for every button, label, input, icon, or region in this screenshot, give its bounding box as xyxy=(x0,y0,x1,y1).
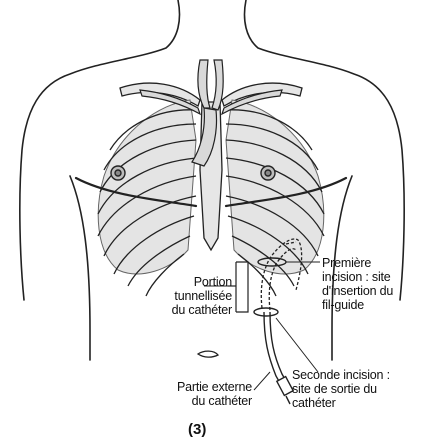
navel-icon xyxy=(198,351,218,357)
label-seconde-incision: Seconde incision : site de sortie du cat… xyxy=(292,368,390,410)
figure-caption: (3) xyxy=(188,421,206,438)
label-partie-externe: Partie externe du cathéter xyxy=(136,380,252,408)
label-portion-tunnellisee: Portion tunnellisée du cathéter xyxy=(136,275,232,317)
label-premiere-incision: Première incision : site d'insertion du … xyxy=(322,256,393,312)
catheter-external xyxy=(264,312,293,404)
